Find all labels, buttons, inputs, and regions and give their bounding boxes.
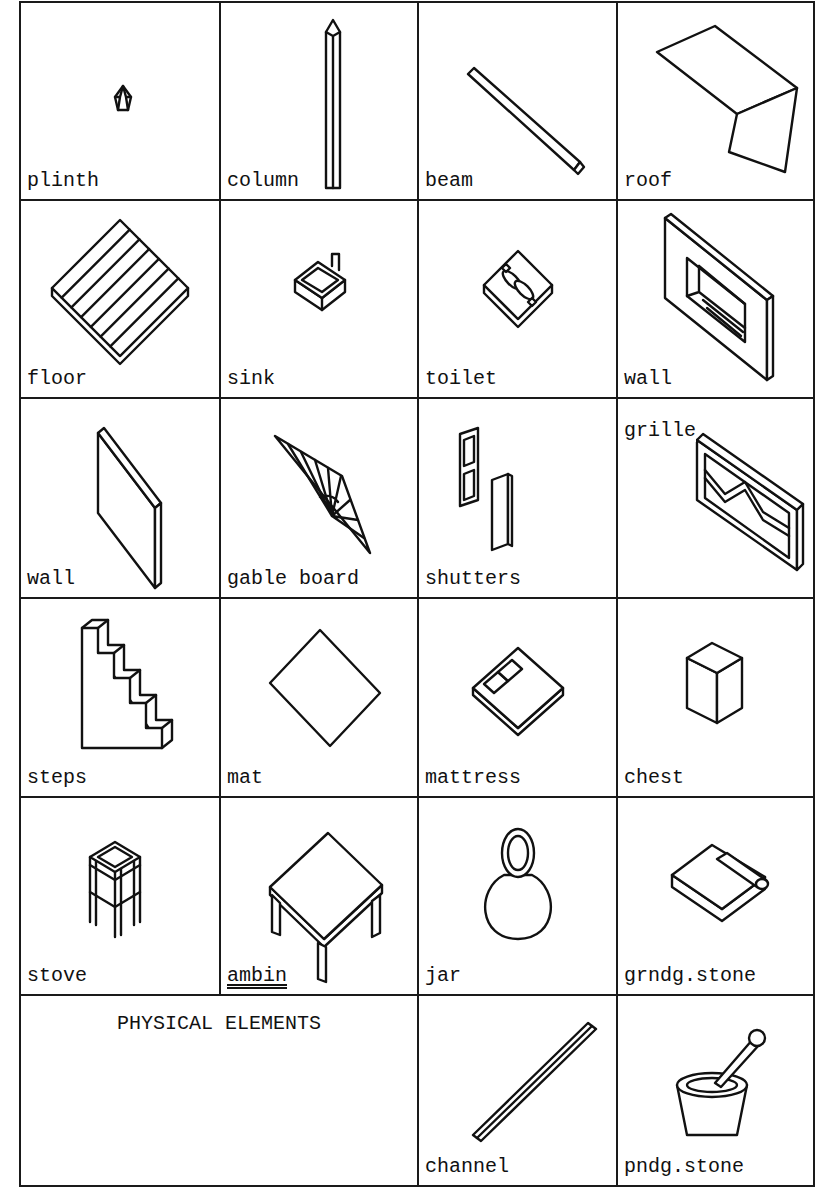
grille-sketch bbox=[697, 434, 803, 570]
wall-sketch bbox=[98, 428, 161, 588]
element-label: ambin bbox=[227, 964, 287, 987]
grid-cell: steps bbox=[19, 597, 221, 798]
grid-cell: shutters bbox=[417, 397, 618, 599]
element-label: beam bbox=[425, 169, 473, 192]
sink-sketch bbox=[295, 254, 345, 310]
element-label: wall bbox=[624, 367, 672, 390]
jar-sketch bbox=[485, 829, 551, 939]
element-label: jar bbox=[425, 964, 461, 987]
grid-cell: roof bbox=[616, 1, 815, 201]
plinth-sketch bbox=[115, 86, 131, 110]
grid-cell: ambin bbox=[219, 796, 419, 996]
channel-sketch bbox=[473, 1023, 596, 1141]
grid-cell: channel bbox=[417, 994, 618, 1187]
element-label: gable board bbox=[227, 567, 359, 590]
element-label: floor bbox=[27, 367, 87, 390]
element-label: chest bbox=[624, 766, 684, 789]
grid-cell: column bbox=[219, 1, 419, 201]
column-sketch bbox=[326, 20, 340, 188]
grid-cell: mattress bbox=[417, 597, 618, 798]
grid-cell: mat bbox=[219, 597, 419, 798]
wall-opening-sketch bbox=[665, 214, 773, 380]
element-label: wall bbox=[27, 567, 75, 590]
toilet-sketch bbox=[484, 251, 552, 327]
grid-cell: toilet bbox=[417, 199, 618, 399]
element-label: steps bbox=[27, 766, 87, 789]
grid-cell: PHYSICAL ELEMENTS bbox=[19, 994, 419, 1187]
section-title: PHYSICAL ELEMENTS bbox=[117, 1012, 321, 1035]
mat-sketch bbox=[270, 630, 380, 746]
grid-cell: grndg.stone bbox=[616, 796, 815, 996]
roof-sketch bbox=[657, 26, 797, 172]
element-label: sink bbox=[227, 367, 275, 390]
grid-cell: gable board bbox=[219, 397, 419, 599]
mattress-sketch bbox=[473, 648, 563, 735]
element-label: roof bbox=[624, 169, 672, 192]
grid-cell: stove bbox=[19, 796, 221, 996]
pounding-stone-sketch bbox=[677, 1030, 765, 1135]
steps-sketch bbox=[82, 620, 172, 748]
chest-sketch bbox=[687, 643, 742, 723]
grid-cell: wall bbox=[19, 397, 221, 599]
element-label: shutters bbox=[425, 567, 521, 590]
grid-cell: floor bbox=[19, 199, 221, 399]
element-label: channel bbox=[425, 1155, 509, 1178]
element-label: grndg.stone bbox=[624, 964, 756, 987]
gable-board-sketch bbox=[275, 436, 370, 553]
shutters-sketch bbox=[460, 428, 512, 550]
grid-cell: grille bbox=[616, 397, 815, 599]
element-label: stove bbox=[27, 964, 87, 987]
grid-cell: beam bbox=[417, 1, 618, 201]
stove-sketch bbox=[90, 842, 140, 937]
floor-sketch bbox=[52, 220, 188, 364]
grinding-stone-sketch bbox=[672, 845, 768, 921]
beam-sketch bbox=[468, 68, 584, 174]
element-label: column bbox=[227, 169, 299, 192]
grid-cell: pndg.stone bbox=[616, 994, 815, 1187]
element-label: mattress bbox=[425, 766, 521, 789]
element-label: mat bbox=[227, 766, 263, 789]
element-label: plinth bbox=[27, 169, 99, 192]
grid-cell: jar bbox=[417, 796, 618, 996]
element-label: toilet bbox=[425, 367, 497, 390]
ambin-sketch bbox=[270, 833, 382, 982]
grid-cell: plinth bbox=[19, 1, 221, 201]
element-label: pndg.stone bbox=[624, 1155, 744, 1178]
grid-cell: chest bbox=[616, 597, 815, 798]
element-label: grille bbox=[624, 419, 696, 442]
grid-cell: wall bbox=[616, 199, 815, 399]
grid-cell: sink bbox=[219, 199, 419, 399]
